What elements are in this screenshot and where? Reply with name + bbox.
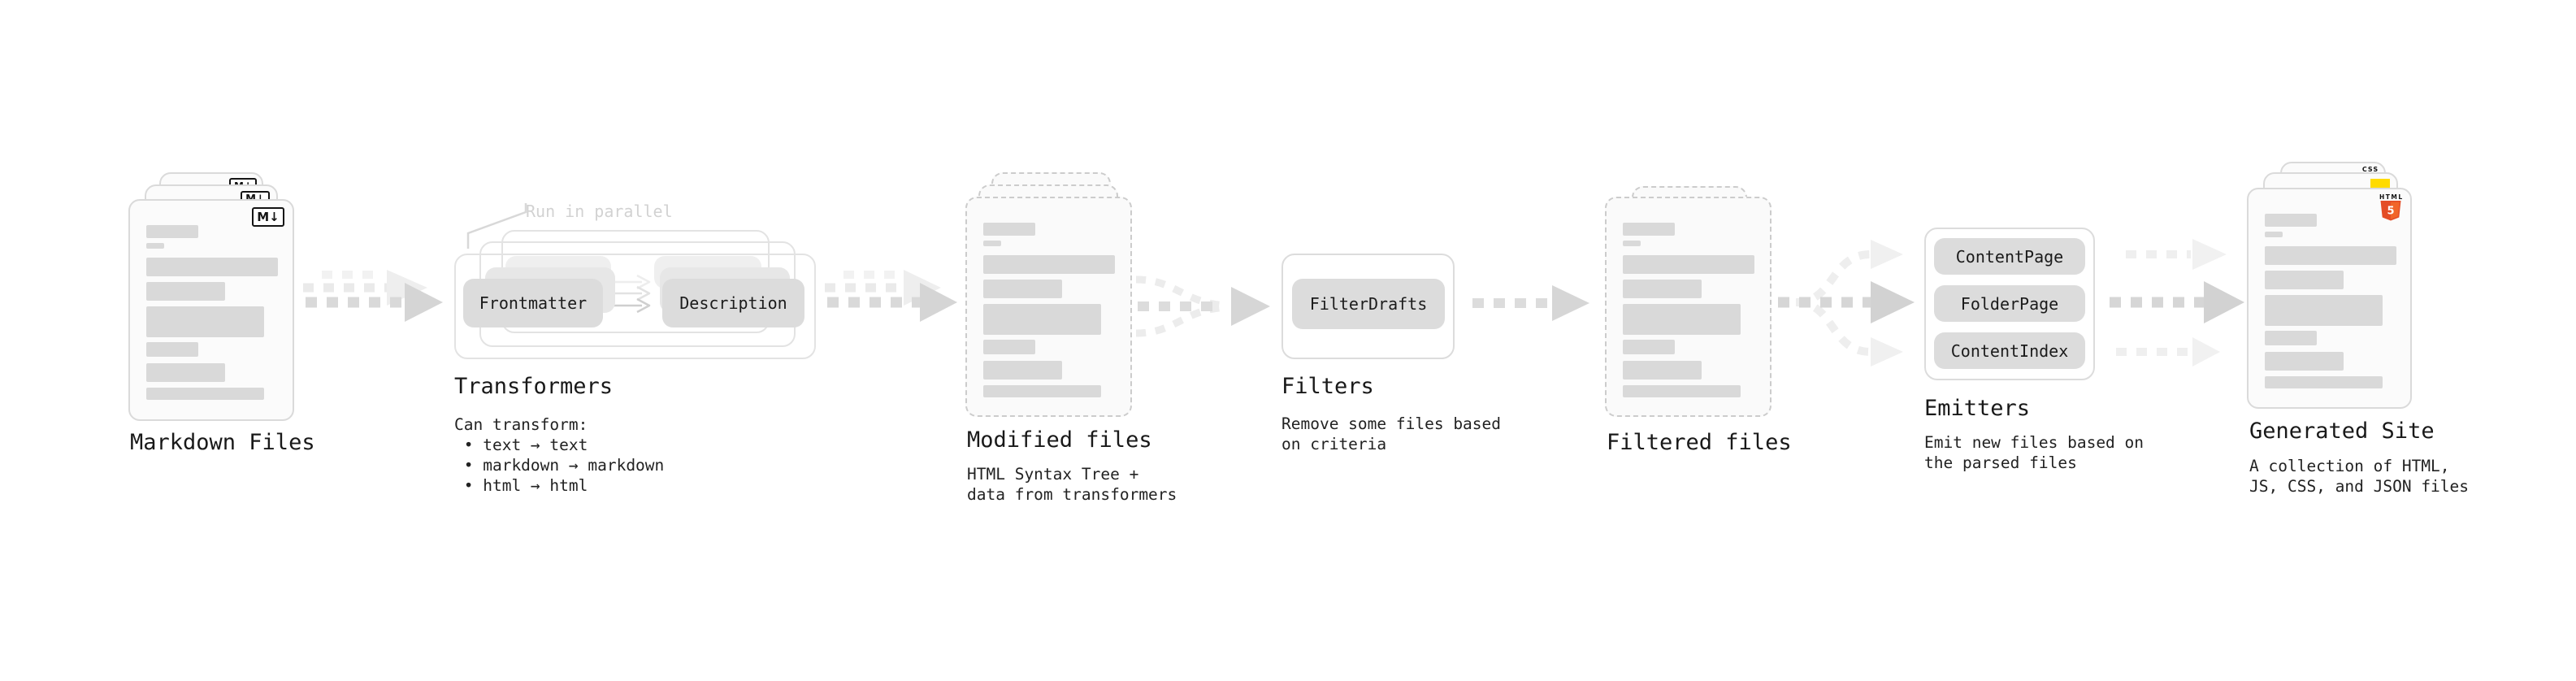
emitters-node: ContentPage FolderPage ContentIndex Emit… [1924,228,2168,488]
emitters-description: Emit new files based on the parsed files [1924,433,2144,472]
transformers-label: Transformers [454,374,614,399]
file-card-front [965,197,1132,417]
html5-shield: 5 [2380,201,2401,221]
generated-site-node: CSS HTML 5 Generated Site A collection o… [2247,162,2491,511]
skeleton-text-line [983,361,1062,380]
skeleton-text-line [983,340,1035,354]
skeleton-text-line [983,385,1101,397]
skeleton-text-line [983,255,1115,274]
filterdrafts-pill: FilterDrafts [1292,279,1445,329]
frontmatter-pill: Frontmatter [463,279,603,327]
skeleton-text-line [2265,246,2396,265]
file-card-front: M↓ [128,199,294,421]
filters-label: Filters [1281,374,1374,399]
generated-site-description: A collection of HTML, JS, CSS, and JSON … [2249,457,2470,496]
modified-files-label: Modified files [967,427,1152,453]
filters-description: Remove some files based on criteria [1281,414,1502,453]
skeleton-text-line [1623,223,1675,236]
skeleton-text-line [146,363,225,382]
filters-node: FilterDrafts Filters Remove some files b… [1281,254,1517,465]
css-icon-text: CSS [2361,166,2379,173]
transformers-node: Run in parallel Frontmatter Description … [454,195,836,512]
skeleton-text-line [146,258,278,276]
skeleton-text-line [983,304,1101,335]
skeleton-text-line [2265,376,2383,388]
skeleton-text-line [2265,271,2344,289]
skeleton-text-line [146,243,164,249]
skeleton-text-line [146,225,198,238]
skeleton-text-line [1623,385,1741,397]
skeleton-text-line [983,241,1001,246]
markdown-files-node: M↓ M↓ M↓ Markdown Files [128,162,356,503]
skeleton-text-line [2265,232,2283,237]
markdown-files-label: Markdown Files [130,430,315,455]
skeleton-text-line [146,388,264,400]
skeleton-text-line [146,306,264,337]
run-in-parallel-label: Run in parallel [526,202,673,221]
html5-icon-text: HTML [2379,193,2404,201]
modified-files-description: HTML Syntax Tree + data from transformer… [967,465,1177,504]
skeleton-text-line [1623,340,1675,354]
skeleton-text-line [983,223,1035,236]
skeleton-text-line [2265,352,2344,371]
skeleton-text-line [146,342,198,357]
skeleton-text-line [2265,331,2317,345]
skeleton-text-line [1623,255,1754,274]
modified-files-node: Modified files HTML Syntax Tree + data f… [965,162,1193,511]
skeleton-text-line [983,280,1062,298]
skeleton-text-line [1623,280,1702,298]
skeleton-text-line [1623,361,1702,380]
skeleton-text-line [1623,304,1741,335]
svg-text:5: 5 [2387,206,2394,218]
folderpage-pill: FolderPage [1934,285,2085,322]
emitters-label: Emitters [1924,396,2031,421]
js-icon [2370,179,2390,189]
contentpage-pill: ContentPage [1934,238,2085,275]
skeleton-text-line [146,282,225,301]
file-card-front-html: HTML 5 [2247,188,2412,409]
markdown-icon: M↓ [252,207,284,227]
contentindex-pill: ContentIndex [1934,332,2085,369]
arrow-transformers-to-modified [825,270,957,322]
skeleton-text-line [1623,241,1641,246]
filtered-files-node: Filtered files [1605,162,1832,487]
skeleton-text-line [2265,295,2383,326]
generated-site-label: Generated Site [2249,419,2435,444]
description-pill: Description [662,279,804,327]
filtered-files-label: Filtered files [1607,430,1792,455]
html5-icon: HTML 5 [2379,193,2402,221]
transformer-group-box-front [454,254,816,359]
file-card-front [1605,197,1772,417]
skeleton-text-line [2265,214,2317,227]
transformers-description: Can transform: • text → text • markdown … [454,415,665,495]
